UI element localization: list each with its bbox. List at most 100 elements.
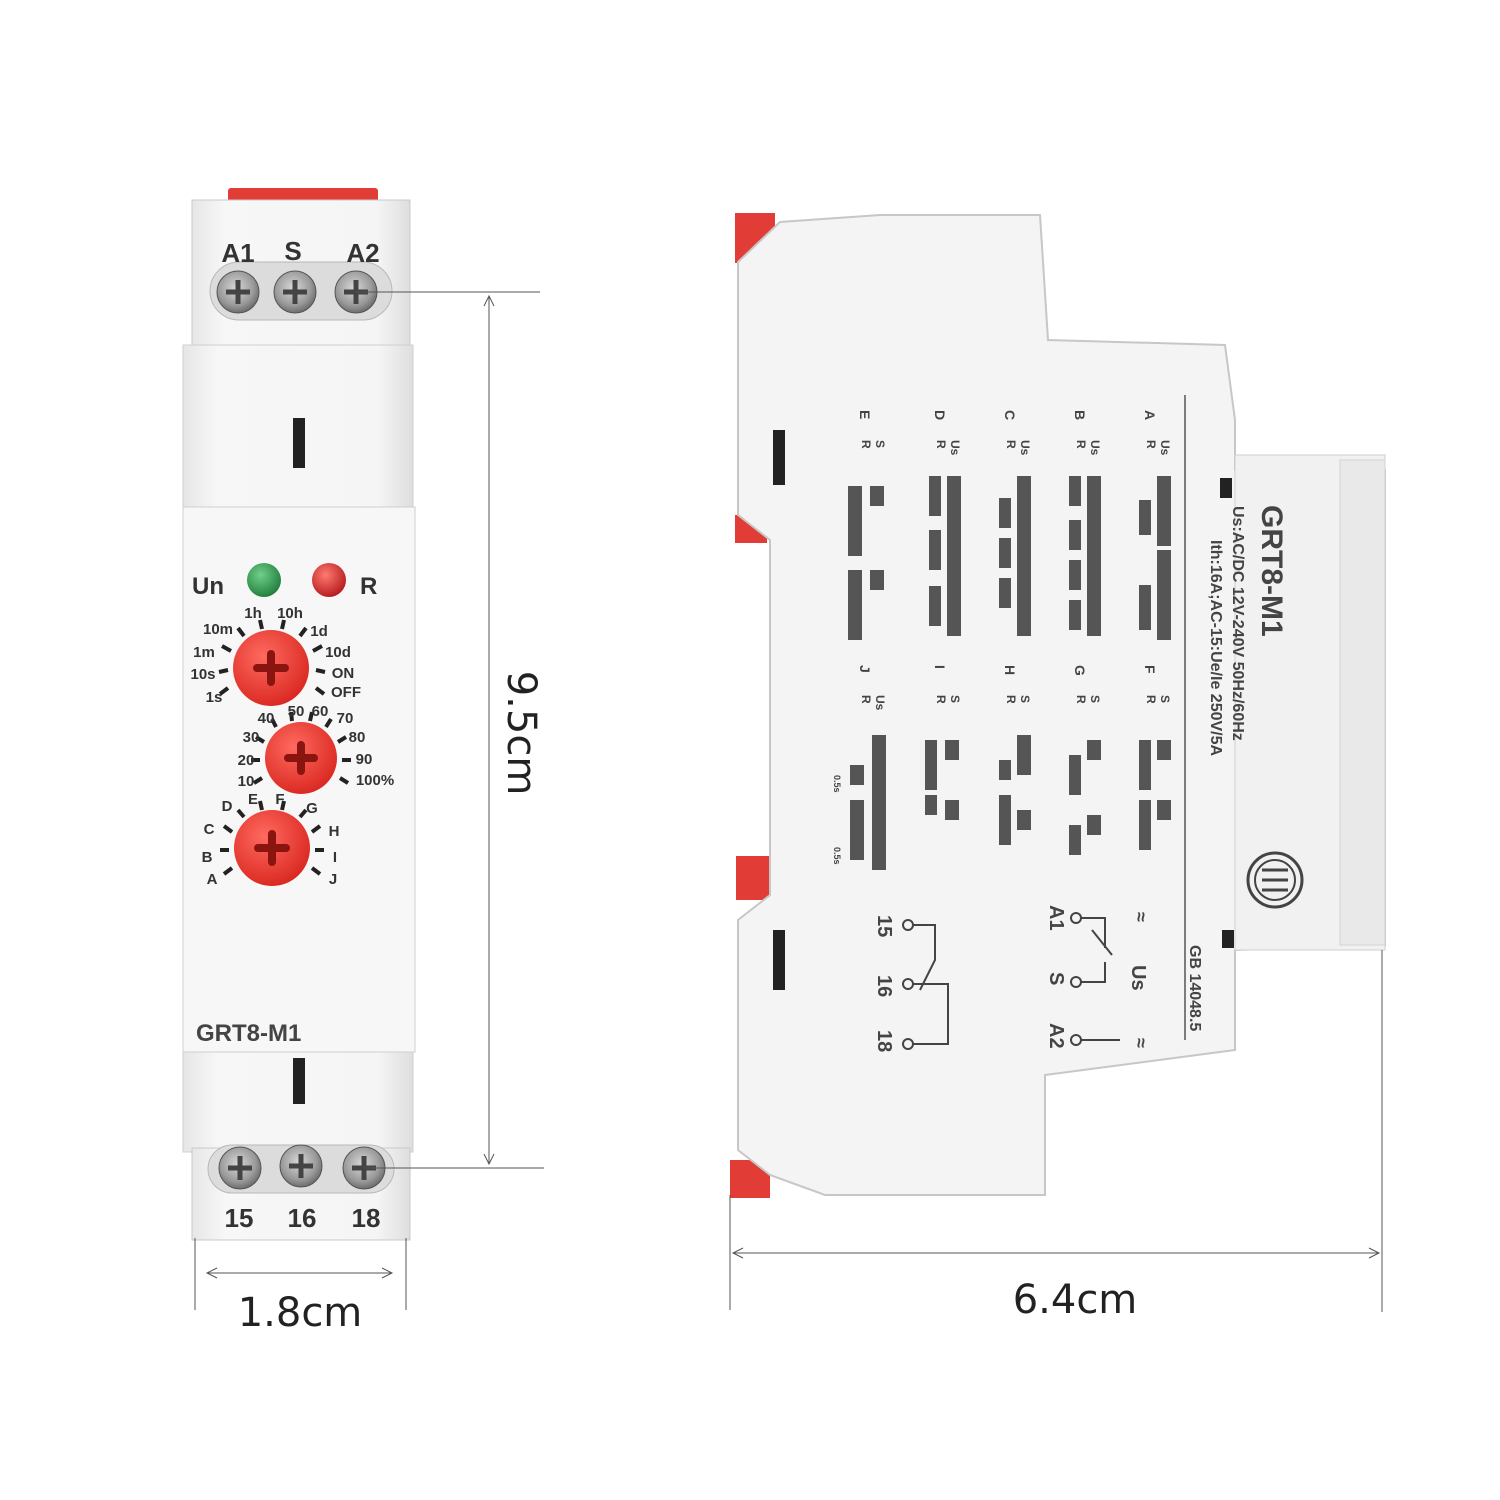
- terminal-label-a2: A2: [346, 238, 379, 268]
- signal-label: 0.5s: [832, 775, 842, 793]
- mode-column: E S R: [848, 410, 887, 640]
- time-range-dial: 10m 1h 10h 1d 1m 10d 10s ON 1s OFF: [190, 605, 361, 706]
- dial-label: A: [207, 871, 218, 888]
- wiring-diagram: ≈ ≈ A1 S A2 Us 15 16 18: [873, 905, 1151, 1052]
- dial-label: 20: [238, 752, 255, 769]
- wiring-contact-16: 16: [873, 975, 895, 997]
- side-view-relay: GRT8-M1 Us:AC/DC 12V-240V 50Hz/60Hz Ith:…: [730, 213, 1386, 1198]
- front-view-relay: A1 S A2 Un R 10m 1h 1: [182, 188, 416, 1241]
- front-model-label: GRT8-M1: [196, 1020, 301, 1047]
- wiring-terminal-s: S: [1045, 972, 1067, 985]
- mode-column: J Us R 0.5s 0.5s: [832, 665, 887, 870]
- spec-contact: Ith:16A;AC-15:Ue/Ie 250V/5A: [1207, 540, 1224, 757]
- signal-label: S: [948, 695, 962, 703]
- dial-label: 40: [258, 710, 275, 727]
- terminal-label-15: 15: [225, 1203, 254, 1233]
- dial-label: OFF: [331, 684, 361, 701]
- signal-label: R: [934, 695, 948, 704]
- signal-label: R: [1004, 695, 1018, 704]
- bottom-screws: [218, 1144, 386, 1190]
- dial-label: G: [306, 800, 318, 817]
- ccc-certification-icon: [1246, 851, 1304, 909]
- terminal-label-16: 16: [288, 1203, 317, 1233]
- dial-label: 1m: [193, 644, 215, 661]
- mode-column: A Us R: [1139, 410, 1172, 640]
- depth-dimension-label: 6.4cm: [1013, 1277, 1138, 1323]
- dial-label: 100%: [356, 772, 394, 789]
- mode-letter: E: [857, 410, 873, 419]
- side-body: [737, 214, 1386, 1196]
- width-dimension-label: 1.8cm: [238, 1290, 363, 1336]
- signal-label: R: [1074, 440, 1088, 449]
- dial-label: 10: [238, 773, 255, 790]
- signal-label: Us: [1018, 440, 1032, 456]
- signal-label: 0.5s: [832, 847, 842, 865]
- approx-symbol: ≈: [1131, 912, 1151, 922]
- dial-label: 1s: [206, 689, 223, 706]
- signal-label: S: [1158, 695, 1172, 703]
- signal-label: Us: [1088, 440, 1102, 456]
- function-mode-dial: D E F G C H B I A J: [202, 791, 340, 888]
- dial-label: 10d: [325, 644, 351, 661]
- dial-label: E: [248, 791, 258, 808]
- mode-column: C Us R: [999, 410, 1032, 636]
- signal-label: S: [873, 440, 887, 448]
- din-clip: [736, 856, 772, 900]
- mode-letter: A: [1142, 410, 1158, 420]
- dial-label: 60: [312, 703, 329, 720]
- dial-label: 1d: [310, 623, 328, 640]
- mode-column: F S R: [1139, 665, 1172, 850]
- timing-modes-top: A Us R B Us R C Us R D U: [848, 410, 1172, 640]
- terminal-label-18: 18: [352, 1203, 381, 1233]
- signal-label: S: [1018, 695, 1032, 703]
- mode-column: B Us R: [1069, 410, 1102, 636]
- terminal-label-a1: A1: [221, 238, 254, 268]
- mode-letter: G: [1072, 665, 1088, 676]
- dial-label: B: [202, 849, 213, 866]
- dial-label: D: [222, 798, 233, 815]
- led-label-un: Un: [192, 573, 224, 600]
- signal-label: R: [1074, 695, 1088, 704]
- height-dimension-label: 9.5cm: [498, 671, 544, 796]
- signal-label: R: [1004, 440, 1018, 449]
- dial-label: F: [275, 791, 284, 808]
- approx-symbol: ≈: [1131, 1038, 1151, 1048]
- dial-label: 80: [349, 729, 366, 746]
- mode-column: H S R: [999, 665, 1032, 845]
- dial-label: 10h: [277, 605, 303, 622]
- mode-letter: B: [1072, 410, 1088, 420]
- top-screws: [216, 270, 378, 314]
- signal-label: R: [859, 695, 873, 704]
- mode-letter: D: [932, 410, 948, 420]
- signal-label: R: [859, 440, 873, 449]
- height-dimension: [356, 291, 544, 1169]
- signal-label: S: [1088, 695, 1102, 703]
- timing-modes-bottom: F S R G S R H S R I S: [832, 665, 1172, 870]
- dial-label: ON: [332, 665, 355, 682]
- wiring-terminal-a1: A1: [1045, 905, 1067, 931]
- dial-label: J: [329, 871, 337, 888]
- wiring-contact-15: 15: [873, 915, 895, 937]
- wiring-contact-18: 18: [873, 1030, 895, 1052]
- dial-label: 90: [356, 751, 373, 768]
- dial-label: 70: [337, 710, 354, 727]
- led-label-r: R: [360, 573, 377, 600]
- spec-standard: GB 14048.5: [1186, 945, 1203, 1031]
- terminal-label-s: S: [284, 236, 301, 266]
- side-model-label: GRT8-M1: [1255, 505, 1288, 637]
- mode-letter: H: [1002, 665, 1018, 675]
- mode-letter: I: [932, 665, 948, 669]
- dial-label: H: [329, 823, 340, 840]
- dial-label: 10m: [203, 621, 233, 638]
- width-dimension: [194, 1238, 407, 1310]
- signal-label: R: [1144, 440, 1158, 449]
- dial-label: C: [204, 821, 215, 838]
- signal-label: Us: [873, 695, 887, 711]
- relay-led-indicator: [312, 563, 346, 597]
- wiring-supply-label: Us: [1127, 965, 1149, 991]
- dial-label: 30: [243, 729, 260, 746]
- wiring-terminal-a2: A2: [1045, 1023, 1067, 1049]
- dial-label: 50: [288, 703, 305, 720]
- mode-column: I S R: [925, 665, 962, 820]
